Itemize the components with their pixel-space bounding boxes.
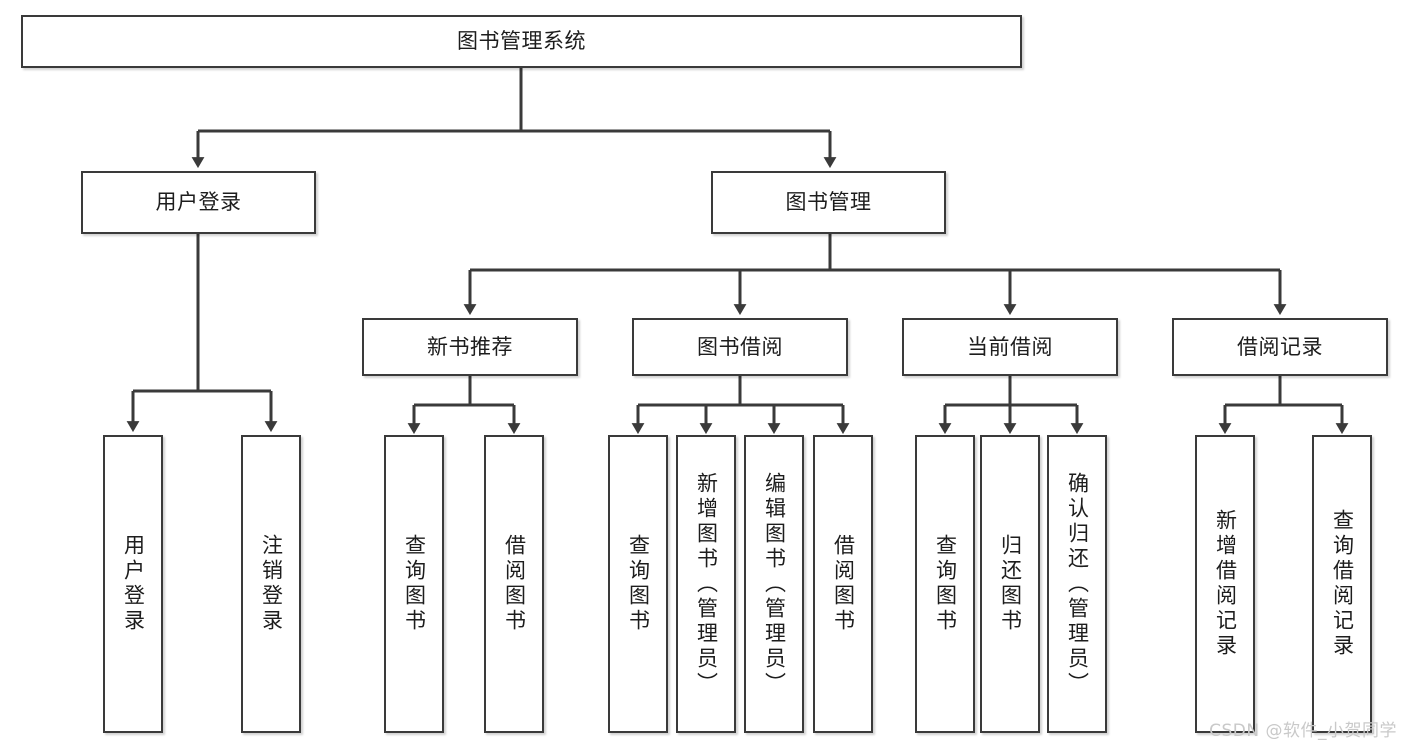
node-current-borrow[interactable]: 当前借阅 bbox=[902, 318, 1118, 376]
leaf-book-borrow-edit-book-admin[interactable]: 编辑图书（管理员） bbox=[744, 435, 804, 733]
node-label: 查询图书 bbox=[402, 534, 427, 634]
leaf-book-borrow-query-book[interactable]: 查询图书 bbox=[608, 435, 668, 733]
node-book-management[interactable]: 图书管理 bbox=[711, 171, 946, 234]
leaf-current-borrow-confirm-return-admin[interactable]: 确认归还（管理员） bbox=[1047, 435, 1107, 733]
node-new-book-recommend[interactable]: 新书推荐 bbox=[362, 318, 578, 376]
node-user-login[interactable]: 用户登录 bbox=[81, 171, 316, 234]
node-label: 新增图书（管理员） bbox=[694, 471, 719, 697]
node-label: 图书管理系统 bbox=[457, 29, 586, 54]
node-label: 新书推荐 bbox=[427, 334, 513, 359]
watermark: CSDN @软件_小贺同学 bbox=[1209, 721, 1397, 741]
node-label: 借阅图书 bbox=[502, 534, 527, 634]
node-label: 借阅记录 bbox=[1237, 334, 1323, 359]
node-label: 注销登录 bbox=[259, 534, 284, 634]
node-label: 新增借阅记录 bbox=[1213, 509, 1238, 659]
node-label: 编辑图书（管理员） bbox=[762, 471, 787, 697]
node-label: 查询图书 bbox=[626, 534, 651, 634]
leaf-current-borrow-return-book[interactable]: 归还图书 bbox=[980, 435, 1040, 733]
leaf-borrow-record-query-record[interactable]: 查询借阅记录 bbox=[1312, 435, 1372, 733]
leaf-user-login-logout[interactable]: 注销登录 bbox=[241, 435, 301, 733]
node-label: 确认归还（管理员） bbox=[1065, 471, 1090, 697]
node-book-borrow[interactable]: 图书借阅 bbox=[632, 318, 848, 376]
node-root-book-management-system[interactable]: 图书管理系统 bbox=[21, 15, 1022, 68]
node-label: 图书借阅 bbox=[697, 334, 783, 359]
node-label: 查询图书 bbox=[933, 534, 958, 634]
node-label: 图书管理 bbox=[785, 190, 872, 215]
node-label: 借阅图书 bbox=[831, 534, 856, 634]
leaf-new-book-query-book[interactable]: 查询图书 bbox=[384, 435, 444, 733]
leaf-book-borrow-borrow-book[interactable]: 借阅图书 bbox=[813, 435, 873, 733]
leaf-current-borrow-query-book[interactable]: 查询图书 bbox=[915, 435, 975, 733]
leaf-user-login-login[interactable]: 用户登录 bbox=[103, 435, 163, 733]
node-label: 查询借阅记录 bbox=[1330, 509, 1355, 659]
node-label: 归还图书 bbox=[998, 534, 1023, 634]
leaf-new-book-borrow-book[interactable]: 借阅图书 bbox=[484, 435, 544, 733]
leaf-borrow-record-add-record[interactable]: 新增借阅记录 bbox=[1195, 435, 1255, 733]
node-label: 当前借阅 bbox=[967, 334, 1053, 359]
node-label: 用户登录 bbox=[121, 534, 146, 634]
leaf-book-borrow-add-book-admin[interactable]: 新增图书（管理员） bbox=[676, 435, 736, 733]
node-borrow-record[interactable]: 借阅记录 bbox=[1172, 318, 1388, 376]
node-label: 用户登录 bbox=[155, 190, 242, 215]
